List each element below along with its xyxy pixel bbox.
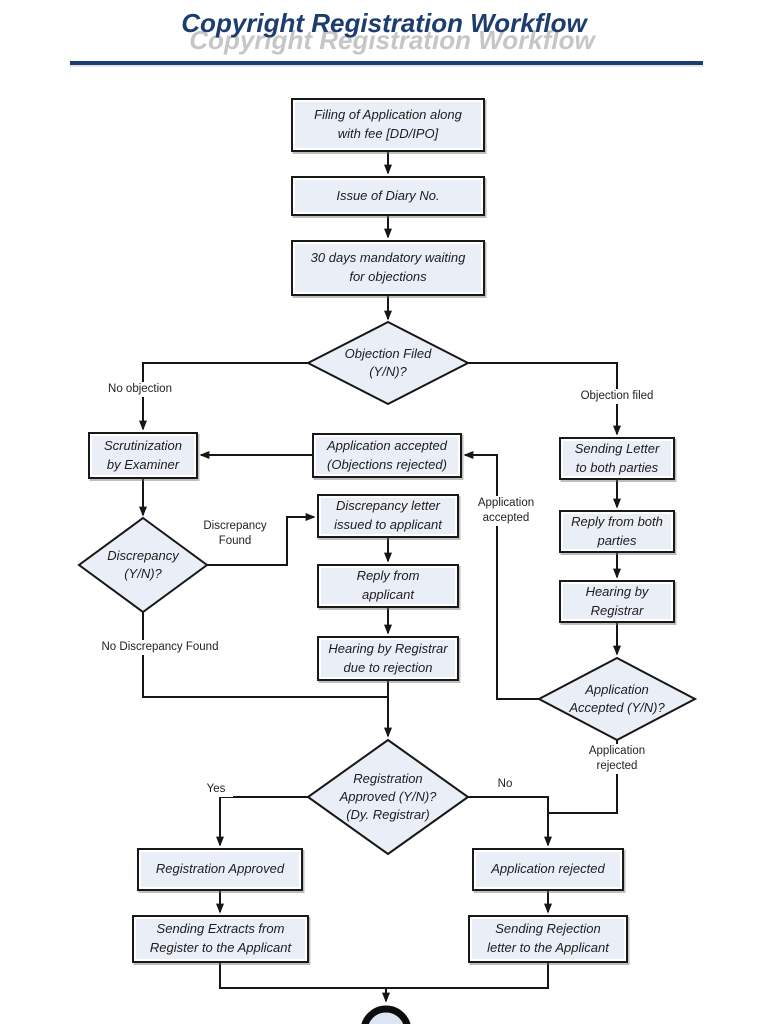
edge-label-application-rejected: Application rejected (575, 744, 659, 774)
page-title-shadow: Copyright Registration Workflow (189, 25, 595, 55)
connector-lines (139, 152, 621, 1003)
node-reply-both-parties: Reply from both parties (559, 510, 675, 553)
node-sending-rejection-letter: Sending Rejection letter to the Applican… (468, 915, 628, 963)
title-underline (70, 61, 703, 65)
edge-label-yes: Yes (199, 782, 233, 797)
node-hearing-registrar: Hearing by Registrar (559, 580, 675, 623)
decision-registration-approved-shape (306, 738, 470, 856)
node-hearing-due-rejection: Hearing by Registrar due to rejection (317, 636, 459, 681)
decision-shapes (77, 320, 698, 856)
node-sending-letter: Sending Letter to both parties (559, 437, 675, 480)
node-scrutinization: Scrutinization by Examiner (88, 432, 198, 479)
node-registration-approved: Registration Approved (137, 848, 303, 891)
decision-discrepancy-shape (77, 516, 209, 614)
node-filing-application: Filing of Application along with fee [DD… (291, 98, 485, 152)
node-reply-from-applicant: Reply from applicant (317, 564, 459, 608)
node-issue-diary-no: Issue of Diary No. (291, 176, 485, 216)
page-title: Copyright Registration Workflow (181, 8, 587, 38)
edge-label-no-discrepancy-found: No Discrepancy Found (85, 640, 235, 655)
node-application-accepted: Application accepted (Objections rejecte… (312, 433, 462, 478)
node-discrepancy-letter: Discrepancy letter issued to applicant (317, 494, 459, 538)
decision-objection-filed-shape (305, 320, 471, 406)
node-application-rejected: Application rejected (472, 848, 624, 891)
edge-label-no: No (490, 777, 520, 792)
edge-label-discrepancy-found: Discrepancy Found (187, 519, 283, 549)
decision-application-accepted-shape (536, 656, 698, 742)
edge-label-objection-filed: Objection filed (567, 389, 667, 404)
end-terminator (361, 1005, 411, 1024)
edge-label-no-objection: No objection (95, 382, 185, 397)
node-sending-extracts: Sending Extracts from Register to the Ap… (132, 915, 309, 963)
node-30-days-waiting: 30 days mandatory waiting for objections (291, 240, 485, 296)
edge-label-application-accepted: Application accepted (464, 496, 548, 526)
